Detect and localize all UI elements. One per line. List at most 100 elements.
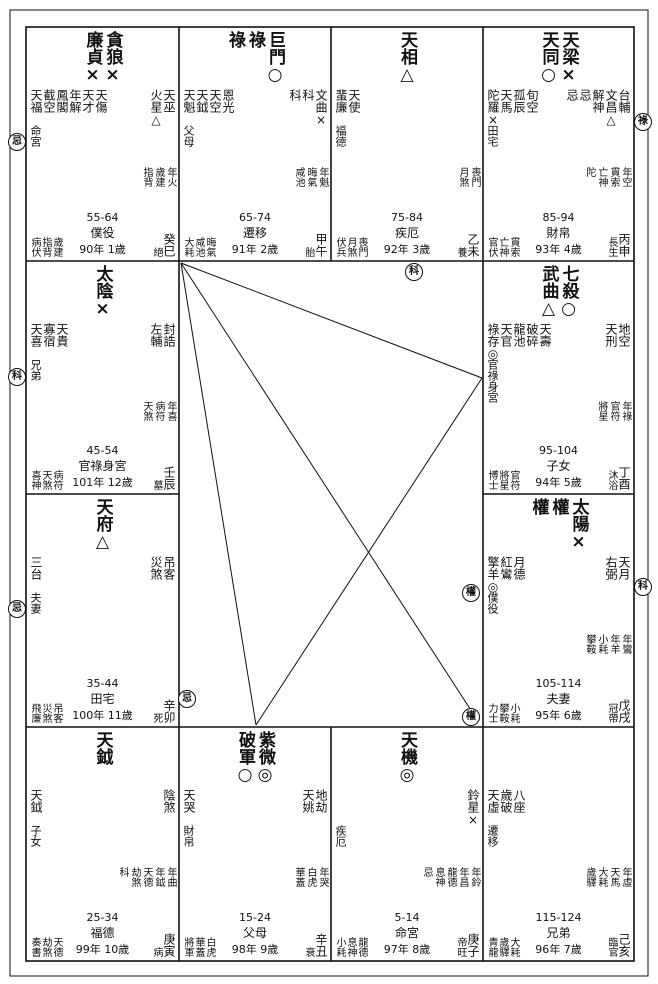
- decade-palace: 財帛: [546, 226, 571, 240]
- main-star: 紫微◎: [255, 731, 275, 785]
- minor-star-right: 台輔: [617, 89, 631, 113]
- year-star: 貫索: [608, 167, 619, 187]
- stem-branch: 甲午: [314, 233, 328, 257]
- deity-star: 咸池: [193, 237, 204, 257]
- life-stage: 病: [151, 947, 162, 957]
- palace-label: 子女: [29, 825, 42, 847]
- lu-marker-right: 祿: [634, 113, 652, 131]
- palace-label: 遷移: [486, 825, 499, 847]
- decade-palace: 夫妻: [546, 692, 571, 706]
- stem-branch: 辛卯: [162, 699, 176, 723]
- stem-branch: 庚子: [466, 933, 480, 957]
- minor-star-right: 災煞: [149, 556, 163, 580]
- year-star: 攀鞍: [584, 634, 595, 654]
- deity-star: 伏兵: [334, 237, 345, 257]
- minor-star-right: 忌: [578, 89, 592, 101]
- stem-branch: 己亥: [617, 933, 631, 957]
- palace-label: 兄弟: [29, 359, 42, 381]
- decade-palace: 福德: [90, 926, 115, 940]
- main-star: 武曲△: [538, 265, 559, 319]
- minor-star-right: 天姚: [301, 789, 315, 813]
- ke-marker-left: 科: [8, 368, 26, 386]
- decade-palace: 命宮: [394, 926, 419, 940]
- year-age: 98年 9歲: [231, 943, 279, 956]
- year-star: 劫煞: [129, 867, 140, 887]
- year-star: 小耗: [596, 634, 607, 654]
- main-star: 權: [528, 498, 549, 515]
- minor-star-right: 封誥: [162, 323, 176, 347]
- deity-star: 病伏: [29, 237, 40, 257]
- deity-star: 喜神: [29, 470, 40, 490]
- minor-star-left: 天才: [81, 89, 95, 113]
- age-range: 45-54: [86, 444, 119, 457]
- minor-star-right: 地空: [617, 323, 631, 347]
- year-star: 年喜: [165, 401, 176, 421]
- minor-star-left: 恩光: [221, 89, 235, 113]
- ji-marker-center: 忌: [178, 690, 196, 708]
- minor-star-left: 擎羊◎: [486, 556, 500, 594]
- deity-star: 指背: [40, 237, 51, 257]
- ji-marker-left2: 忌: [8, 600, 26, 618]
- deity-star: 奏書: [29, 937, 40, 957]
- deity-star: 亡神: [497, 237, 508, 257]
- year-age: 91年 2歲: [231, 243, 279, 256]
- palace-label: 疾厄: [334, 825, 347, 847]
- minor-star-left: 月德: [512, 556, 526, 580]
- minor-star-right: 解神: [591, 89, 605, 113]
- age-range: 115-124: [535, 911, 582, 924]
- decade-palace: 田宅: [90, 692, 115, 706]
- life-stage: 冠帶: [606, 703, 617, 723]
- year-star: 年魁: [317, 167, 328, 187]
- life-stage: 絕: [151, 247, 162, 257]
- main-star: 祿: [225, 31, 245, 48]
- decade-palace: 疾厄: [394, 226, 419, 240]
- life-stage: 胎: [303, 247, 314, 257]
- year-star: 年祿: [620, 401, 631, 421]
- deity-star: 飛廉: [29, 703, 40, 723]
- age-range: 105-114: [535, 677, 582, 690]
- minor-star-left: 天使: [347, 89, 361, 113]
- minor-star-left: 歲破: [499, 789, 513, 813]
- year-star: 年鸞: [620, 634, 631, 654]
- life-stage: 衰: [303, 947, 314, 957]
- deity-star: 息神: [345, 937, 356, 957]
- year-star: 龍德: [445, 867, 456, 887]
- minor-star-left: 天傷: [94, 89, 108, 113]
- year-star: 年羊: [608, 634, 619, 654]
- minor-star-left: 天魁: [182, 89, 196, 113]
- year-star: 歲驛: [584, 867, 595, 887]
- deity-star: 天煞: [40, 470, 51, 490]
- deity-star: 天德: [51, 937, 62, 957]
- deity-star: 將軍: [182, 937, 193, 957]
- deity-star: 力士: [486, 703, 497, 723]
- year-star: 月煞: [457, 167, 468, 187]
- minor-star-right: 陰煞: [162, 789, 176, 813]
- age-range: 85-94: [542, 211, 575, 224]
- minor-star-left: 八座: [512, 789, 526, 813]
- palace-label: 命宮: [29, 125, 42, 147]
- year-star: 天德: [141, 867, 152, 887]
- minor-star-right: 天刑: [604, 323, 618, 347]
- year-star: 忌: [421, 867, 432, 877]
- year-star: 陀: [584, 167, 595, 177]
- minor-star-right: 左輔: [149, 323, 163, 347]
- deity-star: 大耗: [182, 237, 193, 257]
- year-age: 97年 8歲: [383, 943, 431, 956]
- main-star: 天鉞: [92, 731, 113, 765]
- age-range: 5-14: [394, 911, 420, 924]
- stem-branch: 壬辰: [162, 466, 176, 490]
- deity-star: 貫索: [508, 237, 519, 257]
- year-star: 天馬: [608, 867, 619, 887]
- year-age: 93年 4歲: [535, 243, 582, 256]
- decade-palace: 僕役: [90, 226, 115, 240]
- minor-star-left: 天貴: [55, 323, 69, 347]
- year-star: 將星: [596, 401, 607, 421]
- ji-marker-left: 忌: [8, 133, 26, 151]
- year-star: 官符: [608, 401, 619, 421]
